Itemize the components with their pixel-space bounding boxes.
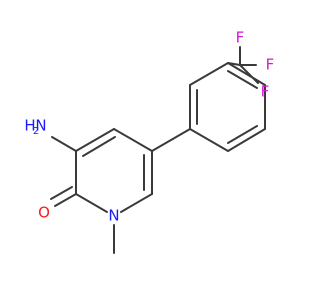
- bond-c2-o: [54, 193, 77, 207]
- fluorine-top-label: F: [236, 29, 245, 47]
- bond-n1-c2: [75, 193, 108, 213]
- bond-c3-c4-double: [82, 136, 116, 157]
- bond-ph3-cf3: [227, 62, 241, 66]
- pyridinone-ring: [75, 128, 153, 213]
- bond-c-f-left: [239, 64, 259, 84]
- molecule-diagram: H N 2 O N F F F: [24, 29, 275, 254]
- bond-ph5-ph6: [227, 128, 266, 152]
- bond-ph3-ph4: [227, 62, 266, 86]
- amine-subscript-label: 2: [33, 126, 39, 137]
- fluorine-left-label: F: [261, 83, 270, 101]
- bond-ph2-ph3: [189, 62, 229, 86]
- carbonyl-o-label: O: [38, 204, 50, 222]
- ring-n-label: N: [108, 207, 119, 225]
- bond-ph6-ph1: [189, 128, 229, 152]
- bond-c3-nh2: [51, 136, 77, 152]
- amine-n-label: N: [35, 117, 46, 135]
- bond-c2-o-double: [50, 186, 73, 200]
- phenyl-ring: [189, 62, 266, 152]
- bond-c4-c5: [113, 128, 153, 152]
- bond-c5-phenyl: [151, 128, 191, 152]
- fluorine-right-label: F: [266, 56, 275, 74]
- bond-ph3-ph4-inner: [227, 70, 258, 89]
- trifluoromethyl-group: [227, 46, 259, 84]
- bond-ph5-ph6-inner: [227, 125, 258, 144]
- ring-substituents: [50, 136, 115, 254]
- bond-c3-c4: [75, 128, 115, 152]
- amine-h-label: H: [24, 117, 35, 135]
- bond-c6-n1: [120, 193, 153, 213]
